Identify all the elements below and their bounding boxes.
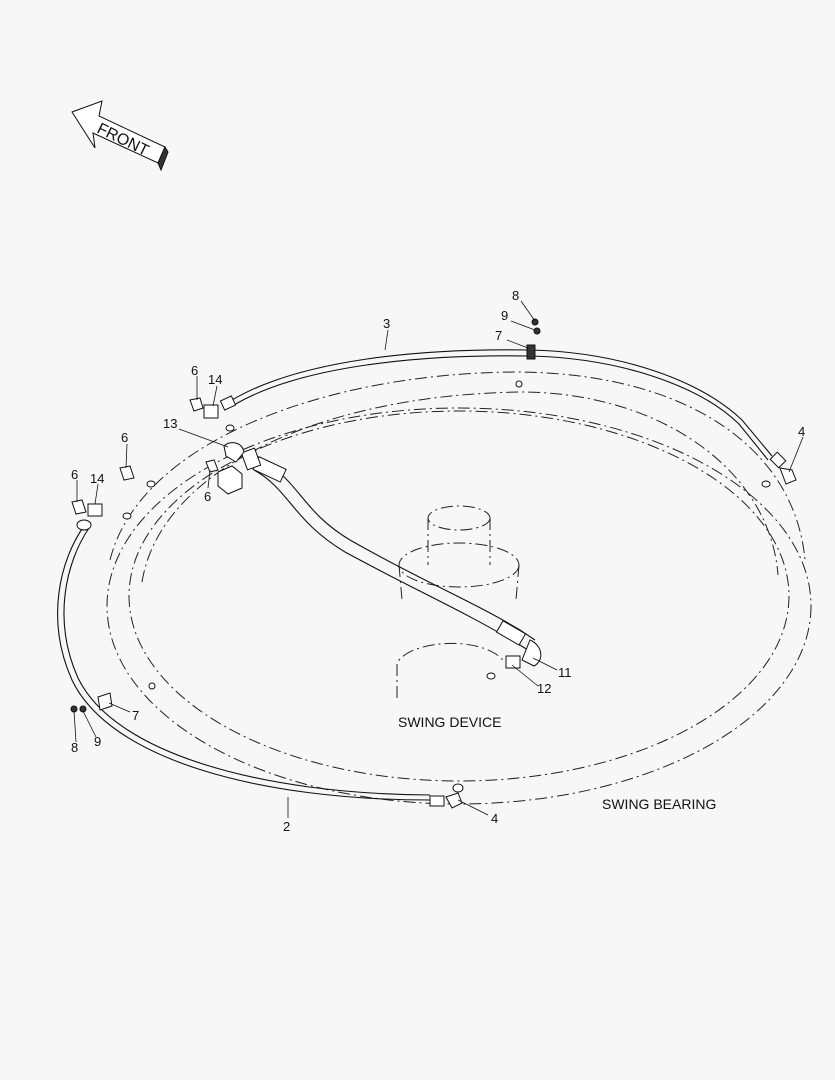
callout-2: 2 [283,819,290,834]
callout-9-top: 9 [501,308,508,323]
callout-4-bottom: 4 [491,811,498,826]
callout-6-upper: 6 [191,363,198,378]
callout-14-upper: 14 [208,372,222,387]
flexible-hose [240,447,542,667]
front-arrow-label: FRONT [94,120,151,160]
callout-6-lower: 6 [71,467,78,482]
callout-4-right: 4 [798,424,805,439]
callouts: 8 9 7 3 6 14 13 6 6 6 14 4 11 12 7 8 9 2… [71,288,805,834]
swing-device: SWING DEVICE SWING BEARING [396,505,716,812]
callout-13: 13 [163,416,177,431]
fittings [70,318,771,793]
front-arrow: FRONT [71,100,169,172]
lower-line-2 [57,519,463,809]
callout-7-top: 7 [495,328,502,343]
callout-14-lower: 14 [90,471,104,486]
callout-9-lower: 9 [94,734,101,749]
swing-bearing-label: SWING BEARING [602,796,716,812]
leader-lines [73,300,804,818]
upper-line-3 [219,344,797,485]
callout-6-left: 6 [121,430,128,445]
callout-8-top: 8 [512,288,519,303]
callout-7-lower: 7 [132,708,139,723]
callout-6-middle: 6 [204,489,211,504]
callout-11: 11 [558,665,572,680]
callout-8-lower: 8 [71,740,78,755]
swing-bearing-rings [106,371,812,805]
callout-12: 12 [537,681,551,696]
callout-3: 3 [383,316,390,331]
swing-device-label: SWING DEVICE [398,714,501,730]
